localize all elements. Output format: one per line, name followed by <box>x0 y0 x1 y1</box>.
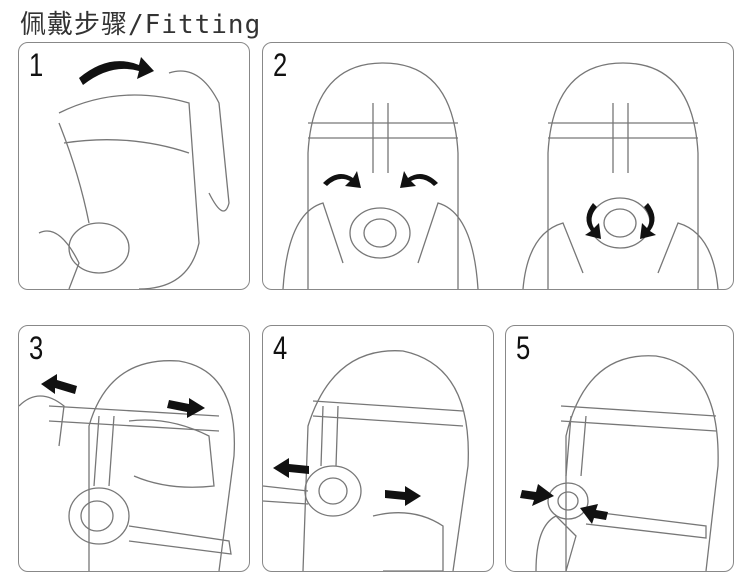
arrow-right-icon <box>520 484 554 506</box>
curved-arrow-icon <box>400 171 438 188</box>
step-number: 3 <box>29 330 44 366</box>
step-1-panel: 1 <box>18 42 250 290</box>
curved-arrow-icon <box>323 171 361 188</box>
step-5-illustration <box>520 355 719 571</box>
step-2-panel: 2 <box>262 42 734 290</box>
curved-arrow-icon <box>79 57 154 85</box>
step-number: 2 <box>273 47 288 83</box>
step-5-panel: 5 <box>505 325 734 572</box>
arrow-right-icon <box>167 398 205 418</box>
step-number: 5 <box>516 330 531 366</box>
arrow-left-icon <box>41 374 77 394</box>
arrow-left-icon <box>273 458 309 478</box>
arrow-right-icon <box>385 486 421 506</box>
step-4-panel: 4 <box>262 325 494 572</box>
step-1-illustration <box>38 57 230 289</box>
step-3-panel: 3 <box>18 325 250 572</box>
page-title: 佩戴步骤/Fitting <box>20 10 262 40</box>
curved-arrow-icon <box>585 203 601 239</box>
step-number: 1 <box>29 47 44 83</box>
step-4-illustration <box>263 350 469 571</box>
step-2-illustration <box>282 62 719 289</box>
curved-arrow-icon <box>640 203 656 239</box>
arrow-left-icon <box>580 504 608 524</box>
step-number: 4 <box>273 330 288 366</box>
step-3-illustration <box>19 360 236 571</box>
